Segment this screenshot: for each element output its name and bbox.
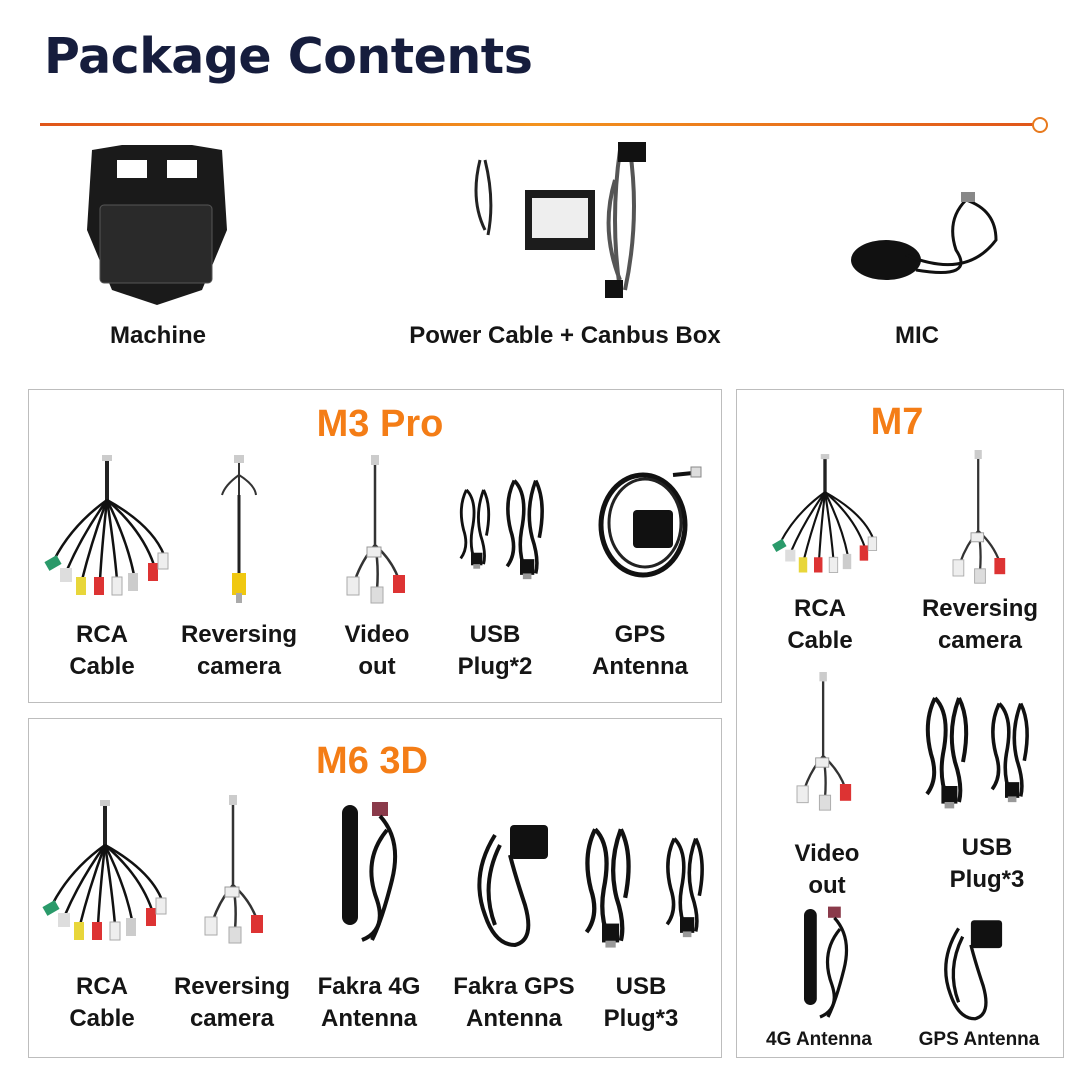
item-label-machine: Machine <box>109 322 207 349</box>
label-line: Plug*3 <box>603 1005 679 1032</box>
fakra-gps-antenna-icon <box>465 815 565 955</box>
label-line: Antenna <box>466 1005 562 1032</box>
m3pro-label-video: Video out <box>345 619 410 683</box>
item-label-mic: MIC <box>895 322 939 349</box>
power-cable-canbus-icon <box>470 140 670 310</box>
label-line: USB <box>615 973 667 1000</box>
label-line: GPS <box>614 621 666 648</box>
label-line: camera <box>196 653 282 680</box>
label-line: RCA <box>75 621 128 648</box>
label-line: Reversing <box>180 621 298 648</box>
label-line: Reversing <box>173 973 291 1000</box>
label-line: Cable <box>69 653 135 680</box>
m3pro-label-gps: GPS Antenna <box>592 619 688 683</box>
label-line: Fakra GPS <box>453 973 575 1000</box>
reversing-camera-cable-icon <box>195 795 275 945</box>
label-line: USB <box>469 621 521 648</box>
4g-antenna-icon <box>788 905 868 1025</box>
rca-cable-icon <box>42 455 172 605</box>
m3pro-panel <box>28 389 722 703</box>
label-line: camera <box>937 627 1023 654</box>
m3pro-label-rca: RCA Cable <box>69 619 134 683</box>
rca-cable-icon <box>770 450 880 585</box>
reversing-camera-cable-icon <box>210 455 270 605</box>
m6-title: M6 3D <box>316 740 428 782</box>
m6-label-4g: Fakra 4G Antenna <box>318 971 421 1035</box>
m3pro-title: M3 Pro <box>316 403 444 445</box>
divider-end-dot <box>1032 117 1048 133</box>
m7-label-video: Video out <box>795 838 860 902</box>
video-out-cable-icon <box>337 455 417 605</box>
usb-plug-icon <box>500 452 550 602</box>
m7-label-gps: GPS Antenna <box>918 1029 1040 1050</box>
rca-cable-icon <box>40 800 170 950</box>
m7-panel <box>736 389 1064 1058</box>
label-line: USB <box>961 834 1013 861</box>
title-divider <box>40 123 1034 126</box>
label-line: out <box>808 872 846 899</box>
label-line: Cable <box>69 1005 135 1032</box>
m7-label-reversing: Reversing camera <box>922 593 1038 657</box>
m3pro-label-reversing: Reversing camera <box>181 619 297 683</box>
label-line: Video <box>794 840 860 867</box>
usb-plug-icon <box>912 690 982 810</box>
microphone-icon <box>846 190 1006 300</box>
reversing-camera-cable-icon <box>940 450 1020 585</box>
gps-antenna-icon <box>925 912 1025 1027</box>
label-line: Antenna <box>592 653 688 680</box>
m7-label-4g: 4G Antenna <box>766 1029 872 1050</box>
usb-plug-icon <box>455 452 495 602</box>
item-label-power-cable: Power Cable + Canbus Box <box>409 322 721 349</box>
m6-label-usb: USB Plug*3 <box>604 971 679 1035</box>
video-out-cable-icon <box>785 672 865 812</box>
label-line: Video <box>344 621 410 648</box>
label-line: Plug*3 <box>949 866 1025 893</box>
label-line: Plug*2 <box>457 653 533 680</box>
label-line: out <box>358 653 396 680</box>
gps-antenna-icon <box>593 465 703 585</box>
car-stereo-unit-icon <box>82 140 232 310</box>
label-line: RCA <box>793 595 846 622</box>
m6-label-reversing: Reversing camera <box>174 971 290 1035</box>
m7-label-usb: USB Plug*3 <box>950 832 1025 896</box>
m6-label-rca: RCA Cable <box>69 971 134 1035</box>
label-line: Fakra 4G <box>317 973 421 1000</box>
label-line: Reversing <box>921 595 1039 622</box>
fakra-4g-antenna-icon <box>332 800 412 950</box>
m6-label-gps: Fakra GPS Antenna <box>453 971 574 1035</box>
usb-plug-icon <box>578 815 638 955</box>
page-title: Package Contents <box>44 28 533 85</box>
m7-label-rca: RCA Cable <box>787 593 852 657</box>
usb-plug-icon <box>660 815 710 955</box>
m3pro-label-usb: USB Plug*2 <box>458 619 533 683</box>
label-line: camera <box>189 1005 275 1032</box>
label-line: RCA <box>75 973 128 1000</box>
label-line: Cable <box>787 627 853 654</box>
m6-panel <box>28 718 722 1058</box>
label-line: Antenna <box>320 1005 417 1032</box>
m7-title: M7 <box>870 401 924 443</box>
usb-plug-icon <box>985 690 1035 810</box>
